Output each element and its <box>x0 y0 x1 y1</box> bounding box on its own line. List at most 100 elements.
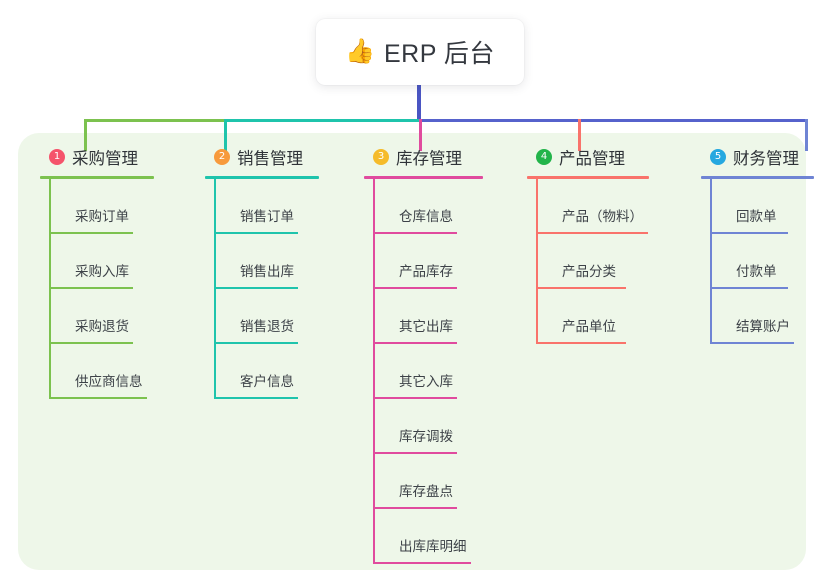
leaf-item-rule <box>536 287 626 289</box>
leaf-item-rule <box>49 232 133 234</box>
leaf-item-label: 客户信息 <box>240 374 294 389</box>
leaf-item-rule <box>373 397 457 399</box>
leaf-item-label: 其它入库 <box>399 374 453 389</box>
column-title-1: 采购管理 <box>72 150 138 168</box>
leaf-item-label: 仓库信息 <box>399 209 453 224</box>
leaf-item-label: 回款单 <box>736 209 777 224</box>
leaf-item-rule <box>49 287 133 289</box>
column-body-2: 销售订单销售出库销售退货客户信息 <box>205 179 319 399</box>
leaf-item[interactable]: 销售出库 <box>214 234 319 289</box>
leaf-item[interactable]: 产品（物料） <box>536 179 649 234</box>
leaf-item-rule <box>214 287 298 289</box>
leaf-item-label: 出库库明细 <box>399 539 467 554</box>
leaf-item-label: 供应商信息 <box>75 374 143 389</box>
column-spine-5 <box>710 179 712 344</box>
bus-teal <box>224 119 419 122</box>
leaf-item-label: 产品库存 <box>399 264 453 279</box>
drop-col-1 <box>84 119 87 151</box>
leaf-item[interactable]: 库存盘点 <box>373 454 483 509</box>
leaf-item-label: 产品（物料） <box>562 209 643 224</box>
leaf-item-label: 库存盘点 <box>399 484 453 499</box>
leaf-item-rule <box>373 562 471 564</box>
leaf-item-label: 采购入库 <box>75 264 129 279</box>
leaf-item[interactable]: 供应商信息 <box>49 344 154 399</box>
leaf-item-rule <box>214 342 298 344</box>
column-header-1[interactable]: 1 采购管理 <box>40 145 154 169</box>
column-badge-4: 4 <box>536 149 552 165</box>
leaf-item-rule <box>710 232 788 234</box>
leaf-item-rule <box>373 507 457 509</box>
bus-green <box>84 119 224 122</box>
leaf-item-rule <box>214 232 298 234</box>
column-body-5: 回款单付款单结算账户 <box>701 179 814 344</box>
leaf-item-label: 销售出库 <box>240 264 294 279</box>
leaf-item-label: 付款单 <box>736 264 777 279</box>
leaf-item-label: 销售订单 <box>240 209 294 224</box>
column-header-rule-5 <box>701 176 814 179</box>
leaf-item-rule <box>536 342 626 344</box>
thumbs-up-icon: 👍 <box>345 38 375 65</box>
drop-col-5 <box>805 119 808 151</box>
column-header-4[interactable]: 4 产品管理 <box>527 145 649 169</box>
column-header-5[interactable]: 5 财务管理 <box>701 145 814 169</box>
column-5: 5 财务管理回款单付款单结算账户 <box>701 145 814 344</box>
leaf-item-rule <box>49 397 147 399</box>
column-badge-5: 5 <box>710 149 726 165</box>
column-4: 4 产品管理产品（物料） 产品分类产品单位 <box>527 145 649 344</box>
root-node-card[interactable]: 👍 ERP 后台 <box>316 19 524 85</box>
leaf-item[interactable]: 销售退货 <box>214 289 319 344</box>
leaf-item-rule <box>710 287 788 289</box>
column-header-rule-4 <box>527 176 649 179</box>
drop-col-3 <box>419 119 422 151</box>
leaf-item[interactable]: 客户信息 <box>214 344 319 399</box>
root-stem <box>417 85 421 122</box>
column-body-3: 仓库信息产品库存其它出库其它入库库存调拨库存盘点出库库明细 <box>364 179 483 564</box>
leaf-item-rule <box>373 287 457 289</box>
column-spine-3 <box>373 179 375 564</box>
leaf-item-rule <box>536 232 648 234</box>
leaf-item[interactable]: 其它入库 <box>373 344 483 399</box>
leaf-item[interactable]: 仓库信息 <box>373 179 483 234</box>
leaf-item[interactable]: 采购入库 <box>49 234 154 289</box>
column-header-rule-1 <box>40 176 154 179</box>
column-spine-1 <box>49 179 51 399</box>
leaf-item-rule <box>710 342 794 344</box>
leaf-item-label: 产品分类 <box>562 264 616 279</box>
leaf-item[interactable]: 结算账户 <box>710 289 814 344</box>
column-spine-2 <box>214 179 216 399</box>
leaf-item[interactable]: 出库库明细 <box>373 509 483 564</box>
leaf-item-label: 采购退货 <box>75 319 129 334</box>
leaf-item-label: 库存调拨 <box>399 429 453 444</box>
column-header-rule-2 <box>205 176 319 179</box>
leaf-item[interactable]: 采购退货 <box>49 289 154 344</box>
leaf-item[interactable]: 其它出库 <box>373 289 483 344</box>
column-title-3: 库存管理 <box>396 150 462 168</box>
leaf-item[interactable]: 采购订单 <box>49 179 154 234</box>
bus-blue <box>419 119 807 122</box>
column-badge-1: 1 <box>49 149 65 165</box>
leaf-item[interactable]: 产品单位 <box>536 289 649 344</box>
leaf-item-label: 产品单位 <box>562 319 616 334</box>
leaf-item[interactable]: 产品库存 <box>373 234 483 289</box>
leaf-item-rule <box>373 342 457 344</box>
diagram-panel <box>18 133 806 570</box>
column-1: 1 采购管理采购订单采购入库采购退货供应商信息 <box>40 145 154 399</box>
column-body-1: 采购订单采购入库采购退货供应商信息 <box>40 179 154 399</box>
leaf-item-label: 结算账户 <box>736 319 790 334</box>
leaf-item[interactable]: 回款单 <box>710 179 814 234</box>
leaf-item-label: 其它出库 <box>399 319 453 334</box>
leaf-item[interactable]: 销售订单 <box>214 179 319 234</box>
column-title-2: 销售管理 <box>237 150 303 168</box>
column-title-5: 财务管理 <box>733 150 799 168</box>
leaf-item[interactable]: 产品分类 <box>536 234 649 289</box>
column-body-4: 产品（物料） 产品分类产品单位 <box>527 179 649 344</box>
leaf-item-label: 销售退货 <box>240 319 294 334</box>
column-title-4: 产品管理 <box>559 150 625 168</box>
leaf-item[interactable]: 付款单 <box>710 234 814 289</box>
root-node-title: ERP 后台 <box>383 40 495 68</box>
leaf-item[interactable]: 库存调拨 <box>373 399 483 454</box>
